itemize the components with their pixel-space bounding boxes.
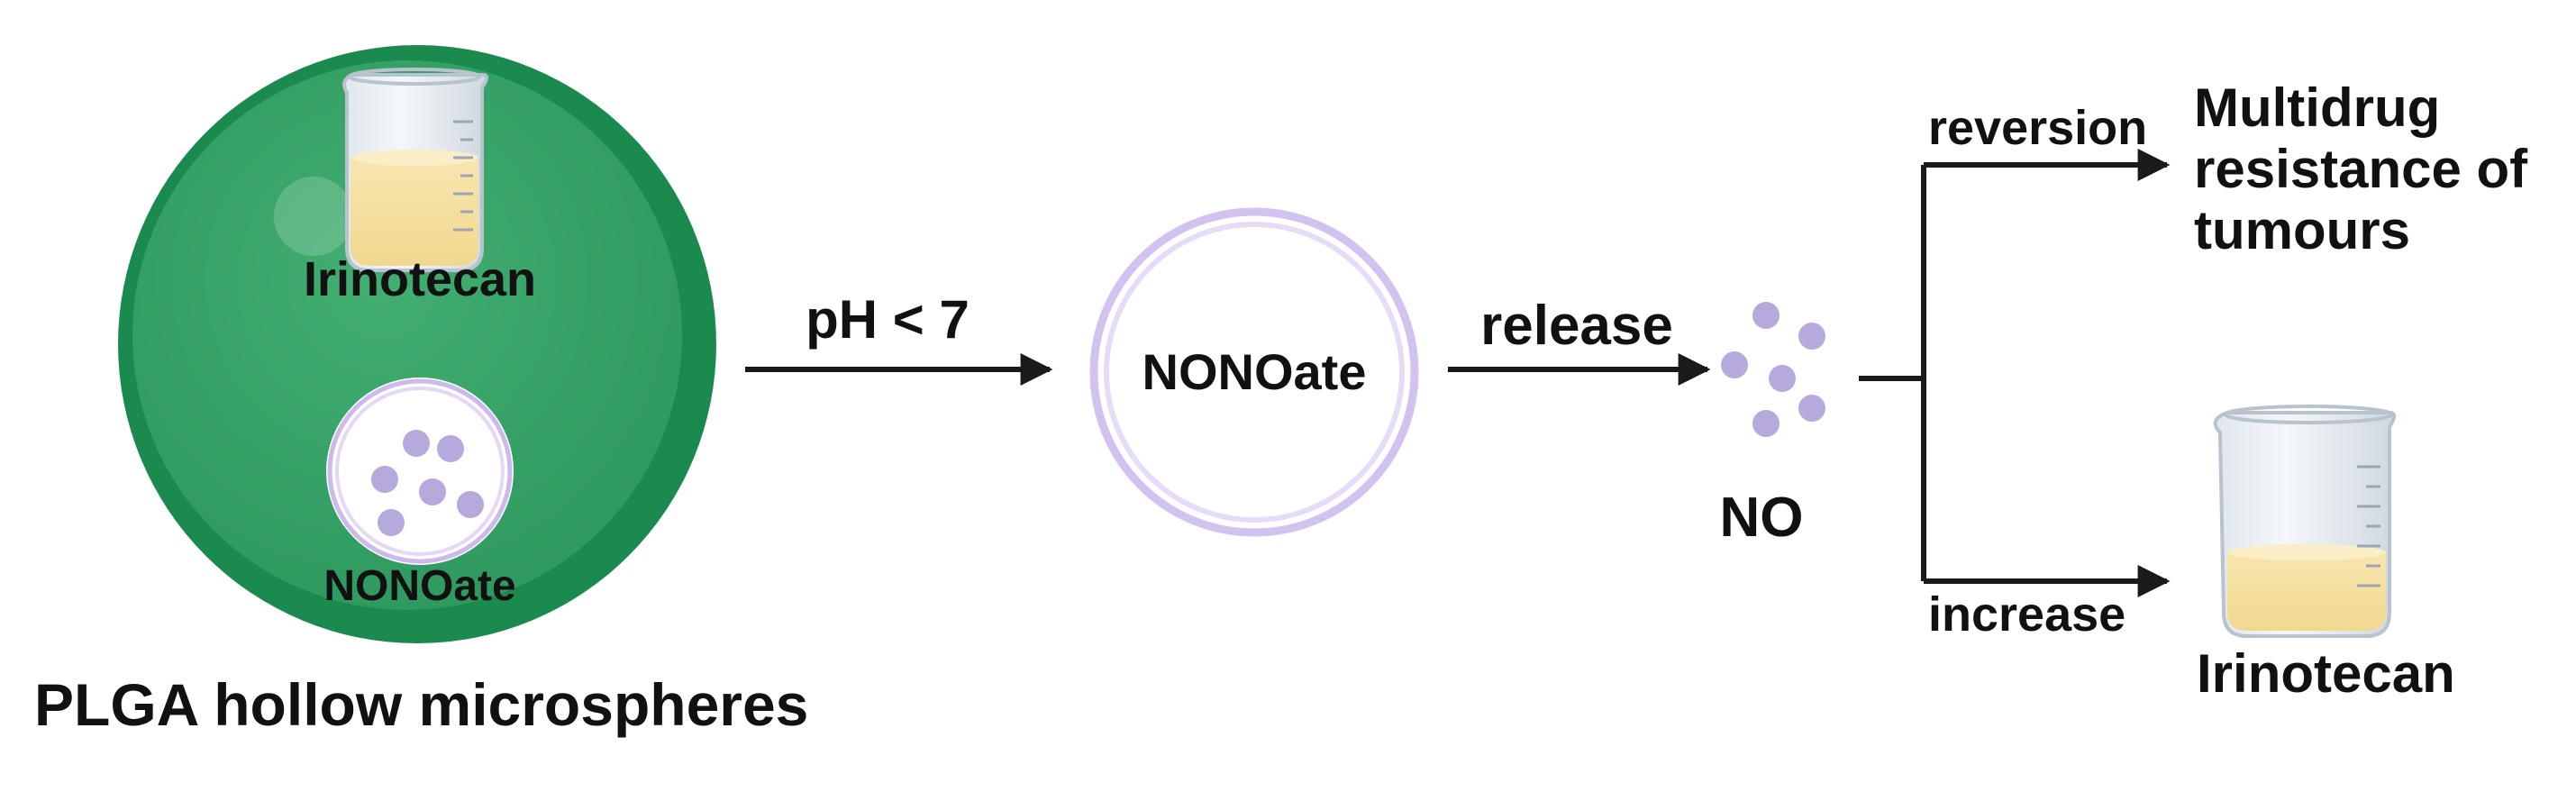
release-label: release xyxy=(1480,295,1673,357)
no-label: NO xyxy=(1720,487,1804,549)
no-molecules xyxy=(1721,302,1825,437)
increase-label: increase xyxy=(1928,587,2125,642)
irinotecan-outcome-label: Irinotecan xyxy=(2197,643,2455,704)
beaker-icon xyxy=(2213,405,2396,638)
reversion-label: reversion xyxy=(1928,101,2147,155)
no-dot xyxy=(1798,395,1825,422)
no-dot xyxy=(419,478,446,505)
no-dot xyxy=(1721,351,1748,378)
capsule-fill xyxy=(326,378,514,565)
inner-nonoate-capsule xyxy=(326,378,514,565)
mdr-outcome-line: Multidrug xyxy=(2194,77,2440,138)
no-dot xyxy=(457,491,484,518)
no-dot xyxy=(403,430,430,457)
mdr-outcome-line: tumours xyxy=(2194,200,2410,260)
no-dot xyxy=(1752,302,1780,329)
mdr-outcome: Multidrug resistance of tumours xyxy=(2194,77,2528,260)
no-dot xyxy=(1798,323,1825,350)
mdr-outcome-line: resistance of xyxy=(2194,139,2528,199)
no-dot xyxy=(437,435,464,462)
beaker-icon xyxy=(342,68,488,272)
plga-microsphere: Irinotecan NONOate xyxy=(118,45,716,643)
no-dot xyxy=(371,466,398,493)
microsphere-caption: PLGA hollow microspheres xyxy=(34,671,808,738)
branch-connector xyxy=(1859,165,1926,581)
microsphere-core xyxy=(132,60,682,610)
ph-label: pH < 7 xyxy=(806,289,969,350)
no-dot xyxy=(378,509,405,536)
nonoate-label: NONOate xyxy=(1142,343,1367,400)
nonoate-capsule xyxy=(1089,207,1419,537)
no-dot xyxy=(1752,410,1780,437)
microsphere-drug-label: Irinotecan xyxy=(304,252,536,306)
no-dot xyxy=(1769,365,1796,392)
microsphere-inner-label: NONOate xyxy=(323,562,515,610)
microsphere-highlight xyxy=(274,177,353,256)
